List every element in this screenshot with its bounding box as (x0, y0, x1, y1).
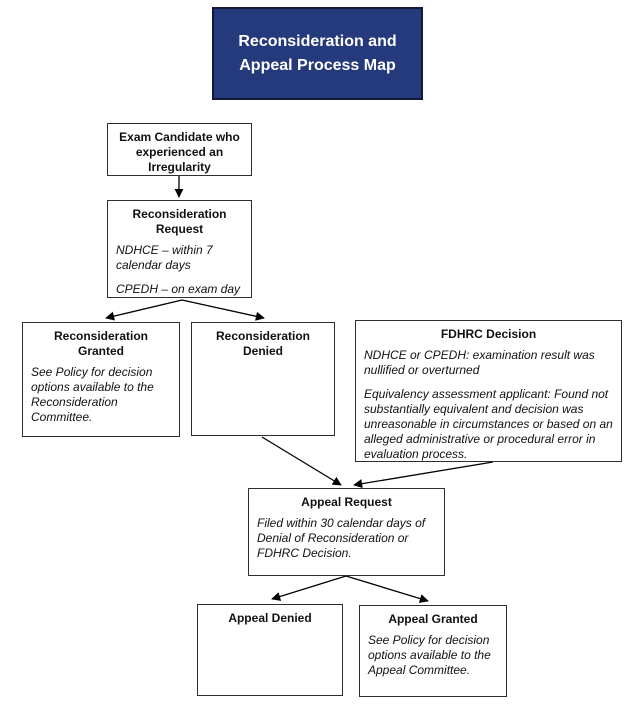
node-reconsideration-granted-title: Reconsideration Granted (53, 329, 149, 358)
node-reconsideration-granted: Reconsideration Granted See Policy for d… (22, 322, 180, 437)
node-fdhrc-decision-title: FDHRC Decision (440, 327, 537, 341)
appeal-filing-note: Filed within 30 calendar days of Denial … (257, 516, 426, 560)
node-reconsideration-denied: Reconsideration Denied (191, 322, 335, 436)
node-fdhrc-decision: FDHRC Decision NDHCE or CPEDH: examinati… (355, 320, 622, 462)
node-exam-candidate-title: Exam Candidate who experienced an Irregu… (119, 130, 240, 174)
node-reconsideration-granted-body: See Policy for decision options availabl… (23, 359, 179, 425)
appeal-granted-policy-note: See Policy for decision options availabl… (368, 633, 491, 677)
title-box: Reconsideration and Appeal Process Map (212, 7, 423, 100)
node-appeal-denied-title: Appeal Denied (228, 611, 312, 625)
edge-appeal-to-denied-arrow (271, 575, 347, 601)
node-exam-candidate: Exam Candidate who experienced an Irregu… (107, 123, 252, 176)
edge-request-to-granted-arrow (105, 299, 183, 321)
fdhrc-exam-note: NDHCE or CPEDH: examination result was n… (364, 348, 595, 377)
node-appeal-granted-title: Appeal Granted (388, 612, 478, 626)
node-reconsideration-request-title: Reconsideration Request (132, 207, 227, 236)
page-title: Reconsideration and Appeal Process Map (238, 32, 397, 74)
granted-policy-note: See Policy for decision options availabl… (31, 365, 154, 424)
node-fdhrc-decision-body: NDHCE or CPEDH: examination result was n… (356, 342, 621, 462)
node-appeal-request-body: Filed within 30 calendar days of Denial … (249, 510, 444, 561)
edge-appeal-to-granted-arrow (345, 575, 429, 603)
edge-denied-to-appeal-arrow (261, 436, 342, 486)
fdhrc-equivalency-note: Equivalency assessment applicant: Found … (364, 387, 613, 461)
node-reconsideration-request: Reconsideration Request NDHCE – within 7… (107, 200, 252, 298)
request-deadline-ndhce: NDHCE – within 7 calendar days (116, 243, 213, 272)
node-appeal-request-title: Appeal Request (301, 495, 392, 509)
node-reconsideration-denied-title: Reconsideration Denied (215, 329, 311, 358)
node-appeal-granted-body: See Policy for decision options availabl… (360, 627, 506, 678)
request-deadline-cpedh: CPEDH – on exam day (116, 282, 241, 296)
node-appeal-request: Appeal Request Filed within 30 calendar … (248, 488, 445, 576)
edge-fdhrc-to-appeal-arrow (353, 461, 494, 489)
node-appeal-denied: Appeal Denied (197, 604, 343, 696)
node-appeal-granted: Appeal Granted See Policy for decision o… (359, 605, 507, 697)
node-reconsideration-request-body: NDHCE – within 7 calendar days CPEDH – o… (108, 237, 251, 297)
edge-request-to-denied-arrow (181, 299, 265, 321)
